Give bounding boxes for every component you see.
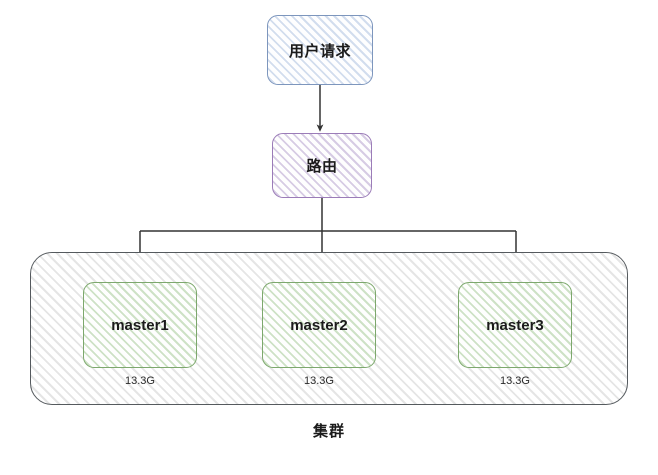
master2-size-label: 13.3G bbox=[304, 375, 334, 387]
node-router[interactable]: 路由 bbox=[272, 133, 372, 198]
node-master3-label: master3 bbox=[486, 316, 544, 334]
node-user-request-label: 用户请求 bbox=[288, 42, 351, 60]
master3-size-label: 13.3G bbox=[500, 375, 530, 387]
node-master3[interactable]: master3 bbox=[458, 282, 572, 368]
node-user-request[interactable]: 用户请求 bbox=[267, 15, 373, 85]
node-master1[interactable]: master1 bbox=[83, 282, 197, 368]
master1-size-label: 13.3G bbox=[125, 375, 155, 387]
node-master1-label: master1 bbox=[111, 316, 169, 334]
node-master2-label: master2 bbox=[290, 316, 348, 334]
cluster-label: 集群 bbox=[312, 423, 345, 440]
node-router-label: 路由 bbox=[306, 158, 338, 175]
node-master2[interactable]: master2 bbox=[262, 282, 376, 368]
